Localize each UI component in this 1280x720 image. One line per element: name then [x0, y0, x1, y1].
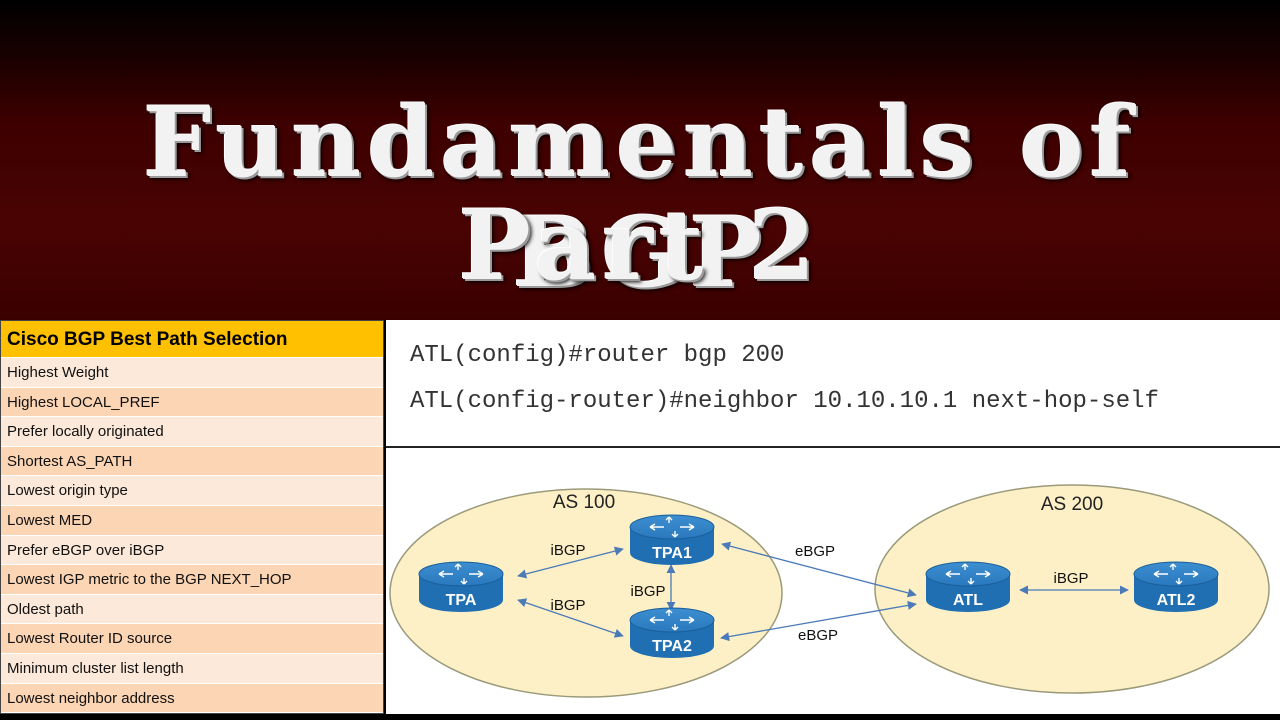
router-tpa1: TPA1: [629, 514, 715, 565]
router-label: ATL2: [1157, 592, 1196, 609]
best-path-table-header: Cisco BGP Best Path Selection: [1, 321, 383, 358]
best-path-row: Prefer eBGP over iBGP: [1, 535, 383, 566]
best-path-row: Highest LOCAL_PREF: [1, 387, 383, 418]
link-label: eBGP: [798, 627, 838, 644]
title-line-2: Part 2: [458, 189, 822, 302]
cli-command-line: ATL(config-router)#neighbor 10.10.10.1 n…: [410, 388, 1159, 415]
best-path-row: Minimum cluster list length: [1, 653, 383, 684]
router-label: TPA: [446, 592, 477, 609]
router-tpa: TPA: [418, 561, 504, 612]
router-atl: ATL: [925, 561, 1011, 612]
link-tpa2-atl: [720, 600, 917, 642]
best-path-row: Lowest MED: [1, 505, 383, 536]
as-200-label: AS 200: [1041, 494, 1103, 515]
link-label: iBGP: [630, 583, 665, 600]
link-tpa1-atl: [721, 541, 917, 598]
best-path-row: Lowest origin type: [1, 476, 383, 506]
link-tpa-tpa2: [517, 598, 624, 638]
best-path-row: Oldest path: [1, 594, 383, 625]
cli-command-panel: ATL(config)#router bgp 200 ATL(config-ro…: [386, 320, 1280, 448]
best-path-row: Prefer locally originated: [1, 417, 383, 447]
title-banner: Fundamentals of BGP Part 2: [0, 0, 1280, 320]
best-path-table: Cisco BGP Best Path Selection Highest We…: [0, 320, 384, 714]
router-label: TPA1: [652, 545, 692, 562]
best-path-row: Highest Weight: [1, 358, 383, 388]
link-label: eBGP: [795, 543, 835, 560]
link-label: iBGP: [1053, 570, 1088, 587]
best-path-row: Lowest Router ID source: [1, 624, 383, 654]
router-label: ATL: [953, 592, 983, 609]
router-tpa2: TPA2: [629, 607, 715, 658]
best-path-row: Lowest IGP metric to the BGP NEXT_HOP: [1, 565, 383, 595]
best-path-row: Shortest AS_PATH: [1, 446, 383, 477]
title-line-1: Fundamentals of BGP: [143, 86, 1137, 309]
router-label: TPA2: [652, 638, 692, 655]
link-tpa-tpa1: [517, 546, 624, 579]
router-atl2: ATL2: [1133, 561, 1219, 612]
link-label: iBGP: [550, 542, 585, 559]
bgp-topology-diagram: AS 100 AS 200 iBGP iBGP iBGP eBGP eBGP i…: [386, 448, 1280, 714]
link-label: iBGP: [550, 597, 585, 614]
topology-canvas: AS 100 AS 200 iBGP iBGP iBGP eBGP eBGP i…: [389, 484, 1270, 698]
best-path-row: Lowest neighbor address: [1, 683, 383, 714]
bottom-border: [0, 714, 1280, 720]
cli-command-line: ATL(config)#router bgp 200: [410, 342, 785, 369]
as-100-label: AS 100: [553, 492, 615, 513]
